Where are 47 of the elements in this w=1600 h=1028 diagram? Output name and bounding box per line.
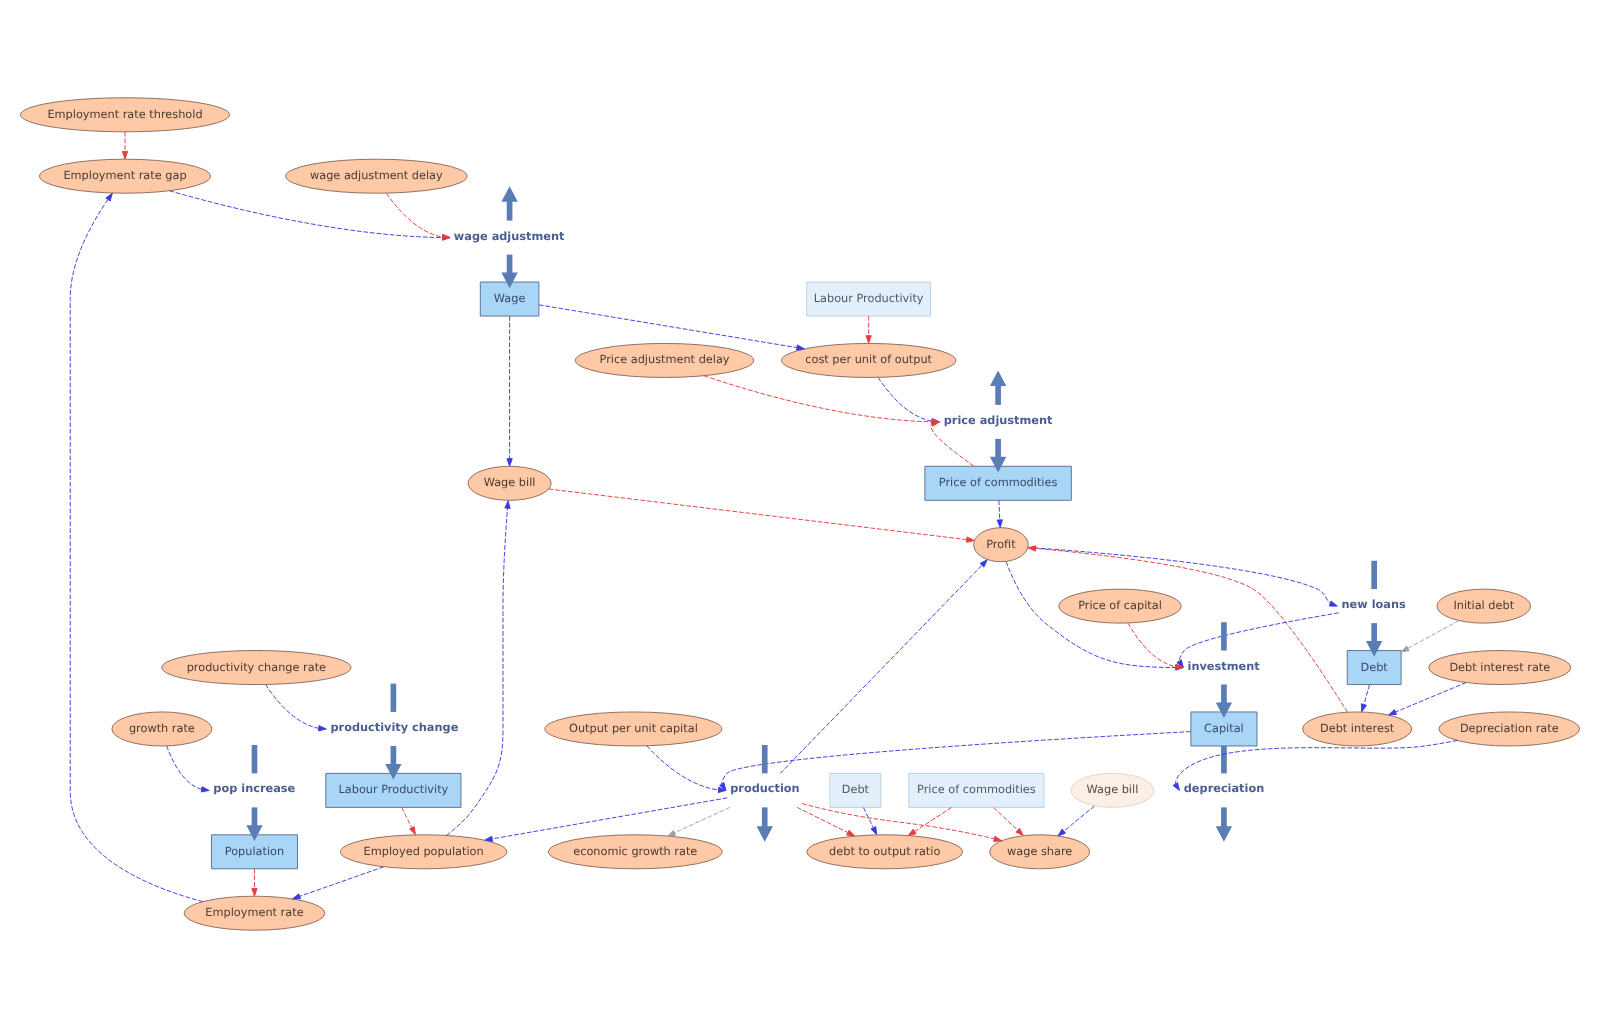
arrow	[779, 559, 988, 774]
arrow	[506, 315, 513, 467]
connector	[761, 745, 768, 774]
connector	[1371, 560, 1377, 590]
arrow	[667, 806, 731, 837]
connector	[1221, 745, 1227, 774]
arrow	[251, 868, 258, 897]
arrow	[1172, 740, 1458, 791]
arrow	[996, 500, 1003, 528]
connector	[251, 745, 258, 774]
arrow	[121, 131, 129, 160]
arrow	[265, 684, 327, 732]
arrow	[484, 797, 728, 842]
arrow	[1215, 807, 1233, 842]
arrow	[501, 186, 518, 221]
arrow	[862, 807, 878, 836]
connector	[390, 683, 397, 712]
arrow	[1027, 545, 1348, 713]
arrow	[446, 500, 511, 836]
arrow	[1027, 546, 1338, 607]
arrow	[907, 806, 953, 836]
arrow	[1057, 805, 1095, 837]
arrow	[993, 807, 1024, 836]
arrow	[548, 488, 975, 543]
connector	[1221, 622, 1227, 651]
arrow	[989, 370, 1007, 405]
arrow	[801, 803, 1003, 842]
arrow	[1176, 612, 1340, 668]
arrow	[719, 731, 1192, 791]
arrow	[646, 745, 727, 793]
arrow	[1215, 684, 1233, 719]
arrow	[385, 745, 402, 780]
arrow	[166, 745, 210, 793]
arrow	[292, 866, 384, 900]
arrow	[246, 807, 263, 841]
arrow	[756, 807, 773, 842]
arrow	[401, 807, 416, 836]
arrow	[1388, 682, 1467, 716]
arrow	[989, 438, 1007, 473]
arrow	[1400, 620, 1460, 653]
arrow	[865, 315, 872, 344]
arrow	[796, 806, 856, 837]
arrow	[69, 192, 204, 903]
arrow	[1360, 684, 1370, 713]
arrow	[501, 254, 518, 289]
arrow	[538, 304, 805, 351]
arrow	[1366, 623, 1383, 657]
